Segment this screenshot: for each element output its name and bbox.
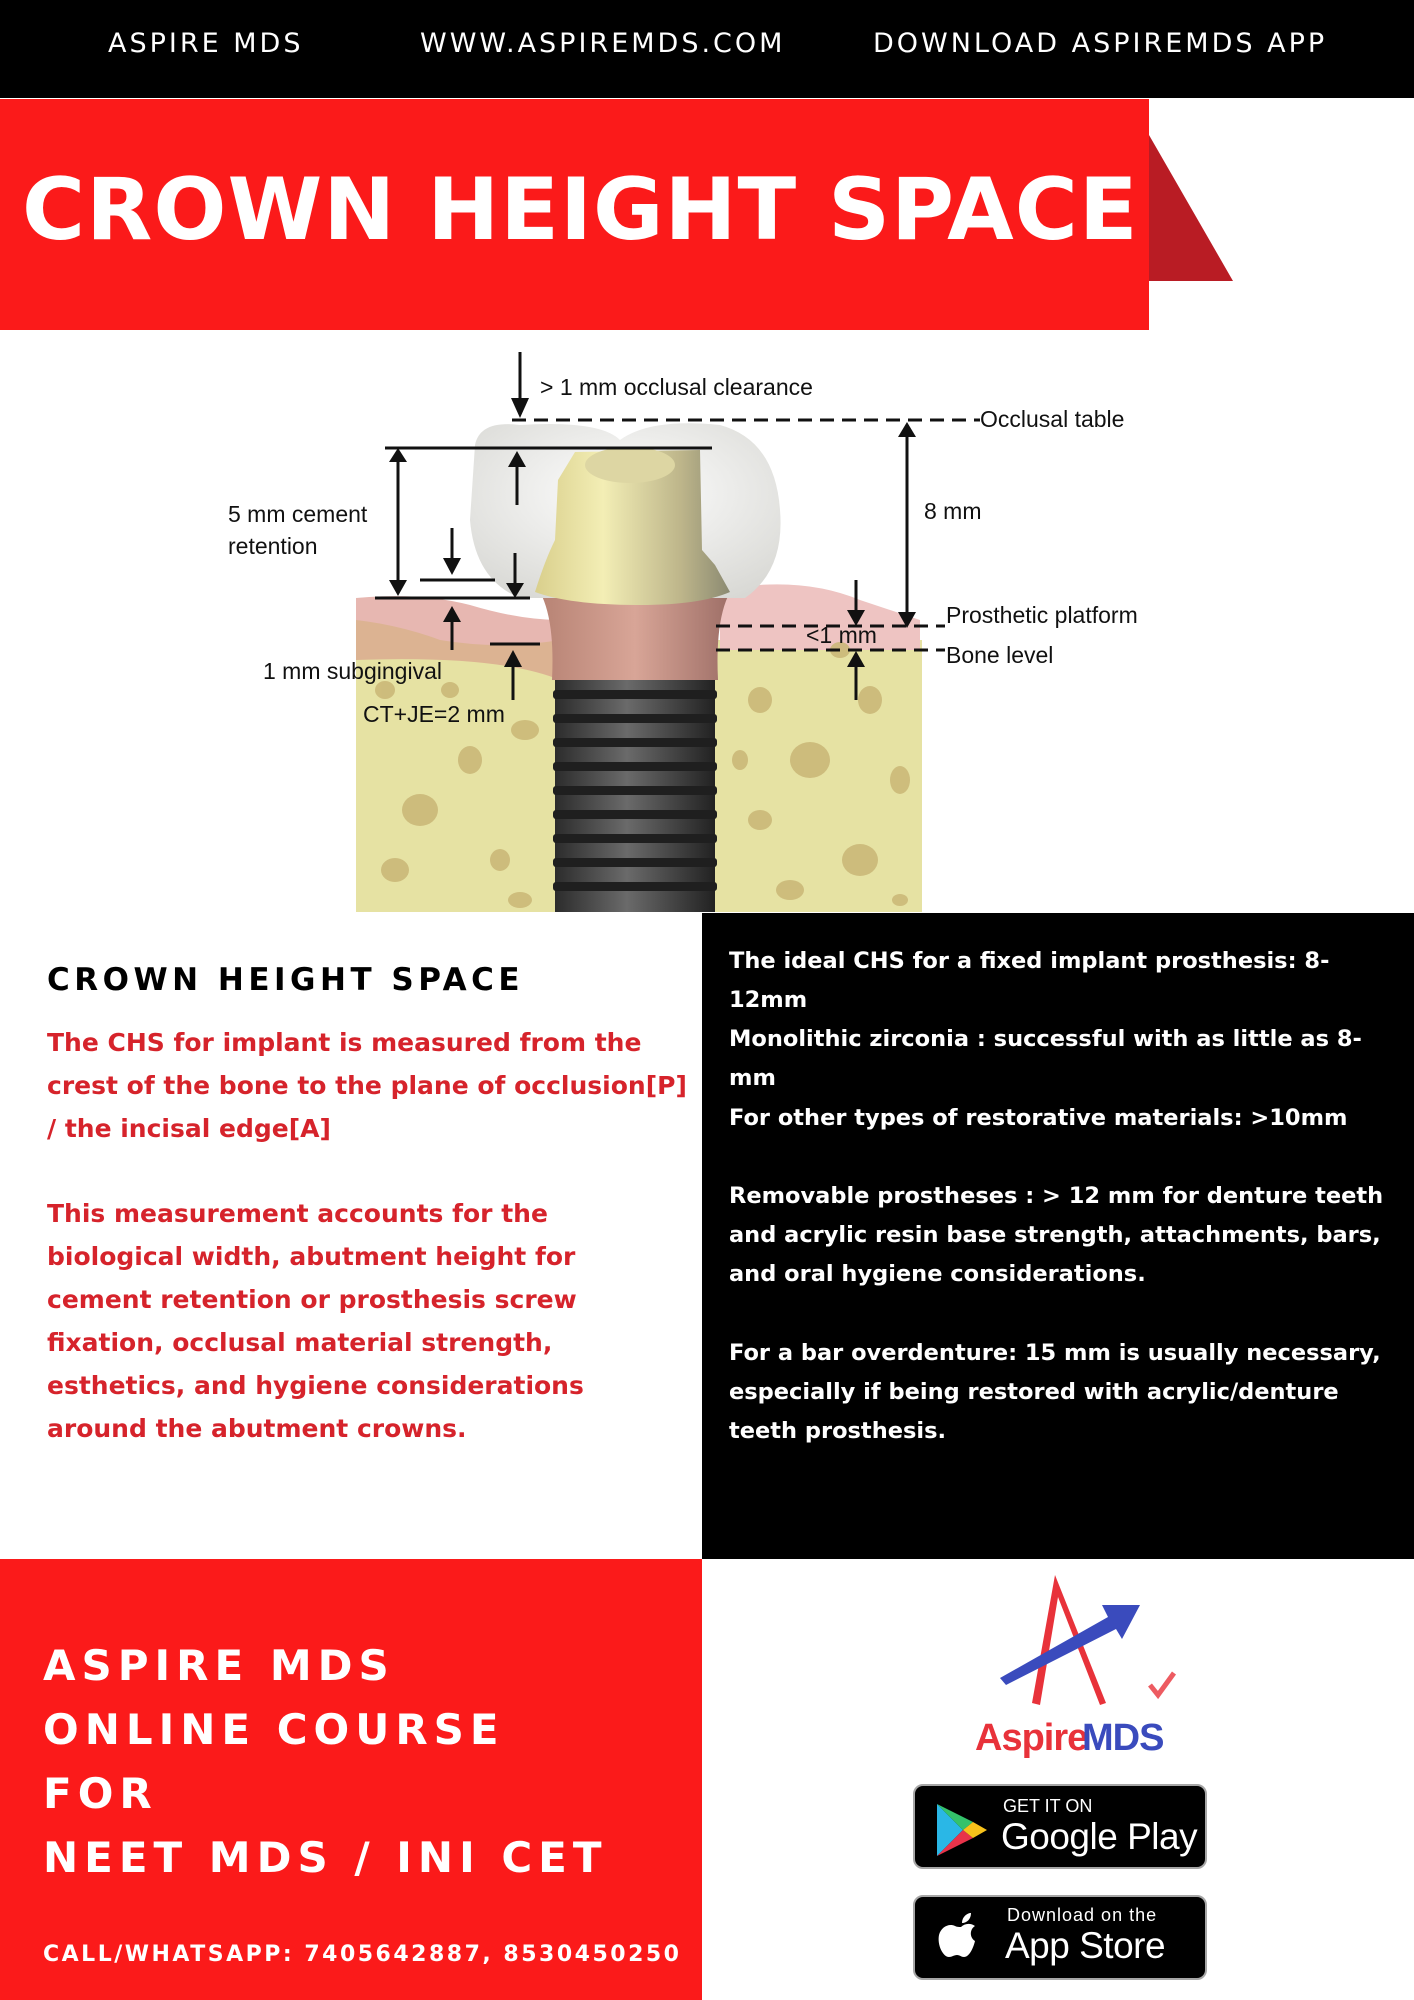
guideline-zirconia: Monolithic zirconia : successful with as… [729, 1026, 1362, 1091]
app-store-small-text: Download on the [1007, 1905, 1158, 1925]
page-title: CROWN HEIGHT SPACE [22, 160, 1139, 260]
app-store-big-text: App Store [1005, 1925, 1166, 1966]
label-cement-retention-2: retention [228, 533, 318, 559]
guideline-fixed: The ideal CHS for a fixed implant prosth… [729, 948, 1330, 1013]
course-line: NEET MDS / INI CET [43, 1833, 608, 1882]
label-subgingival: 1 mm subgingival [263, 658, 442, 684]
google-play-big-text: Google Play [1001, 1816, 1198, 1857]
text-line: especially if being restored with acryli… [729, 1379, 1339, 1405]
download-app-link[interactable]: DOWNLOAD ASPIREMDS APP [873, 28, 1328, 59]
text-line: biological width, abutment height for [47, 1242, 576, 1271]
banner-ribbon-fold [1149, 135, 1233, 281]
aspiremds-logo: Aspire MDS [975, 1575, 1177, 1759]
website-link[interactable]: WWW.ASPIREMDS.COM [420, 28, 786, 59]
section-heading: CROWN HEIGHT SPACE [47, 962, 525, 998]
label-bone-level: Bone level [946, 642, 1053, 668]
guideline-bar-overdenture: For a bar overdenture: 15 mm is usually … [729, 1334, 1399, 1451]
text-line: cement retention or prosthesis screw [47, 1285, 577, 1314]
crown-height-space-diagram: > 1 mm occlusal clearance Occlusal table… [228, 352, 1138, 912]
contact-numbers[interactable]: CALL/WHATSAPP: 7405642887, 8530450250 [43, 1942, 682, 1967]
course-line: ASPIRE MDS [43, 1641, 395, 1690]
text-line: crest of the bone to the plane of occlus… [47, 1071, 687, 1100]
text-line: around the abutment crowns. [47, 1414, 467, 1443]
app-store-button[interactable]: Download on the App Store [913, 1895, 1207, 1980]
text-line: and oral hygiene considerations. [729, 1261, 1146, 1287]
google-play-icon [937, 1804, 987, 1856]
brand-name: ASPIRE MDS [108, 28, 304, 59]
text-line: Removable prostheses : > 12 mm for dentu… [729, 1183, 1384, 1209]
label-occlusal-table: Occlusal table [980, 406, 1124, 432]
title-banner [0, 99, 1149, 330]
guideline-removable: Removable prostheses : > 12 mm for dentu… [729, 1177, 1399, 1294]
label-cement-retention-1: 5 mm cement [228, 501, 368, 527]
abutment [535, 450, 730, 605]
google-play-small-text: GET IT ON [1003, 1796, 1093, 1816]
course-line: FOR [43, 1769, 158, 1818]
label-occlusal-clearance: > 1 mm occlusal clearance [540, 374, 813, 400]
text-line: For a bar overdenture: 15 mm is usually … [729, 1340, 1381, 1366]
course-line: ONLINE COURSE [43, 1705, 505, 1754]
apple-icon [938, 1913, 975, 1957]
logo-text-aspire: Aspire [975, 1717, 1087, 1759]
text-line: / the incisal edge[A] [47, 1114, 331, 1143]
text-line: teeth prosthesis. [729, 1418, 947, 1444]
chs-measurement-explanation: This measurement accounts for the biolog… [47, 1192, 687, 1450]
implant-collar [540, 592, 730, 680]
top-bar: ASPIRE MDS WWW.ASPIREMDS.COM DOWNLOAD AS… [0, 0, 1414, 98]
course-promo [0, 1559, 702, 2000]
label-less-than-1mm: <1 mm [806, 622, 877, 648]
chs-definition: The CHS for implant is measured from the… [47, 1021, 687, 1150]
logo-text-mds: MDS [1082, 1717, 1163, 1759]
text-line: The CHS for implant is measured from the [47, 1028, 642, 1057]
text-line: fixation, occlusal material strength, [47, 1328, 553, 1357]
chs-guidelines-box: The ideal CHS for a fixed implant prosth… [702, 913, 1414, 1559]
text-line: This measurement accounts for the [47, 1199, 548, 1228]
label-8mm: 8 mm [924, 498, 982, 524]
guideline-other-materials: For other types of restorative materials… [729, 1105, 1348, 1131]
text-line: esthetics, and hygiene considerations [47, 1371, 584, 1400]
google-play-button[interactable]: GET IT ON Google Play [913, 1784, 1207, 1869]
text-line: and acrylic resin base strength, attachm… [729, 1222, 1381, 1248]
label-prosthetic-platform: Prosthetic platform [946, 602, 1138, 628]
label-ct-je: CT+JE=2 mm [363, 701, 505, 727]
